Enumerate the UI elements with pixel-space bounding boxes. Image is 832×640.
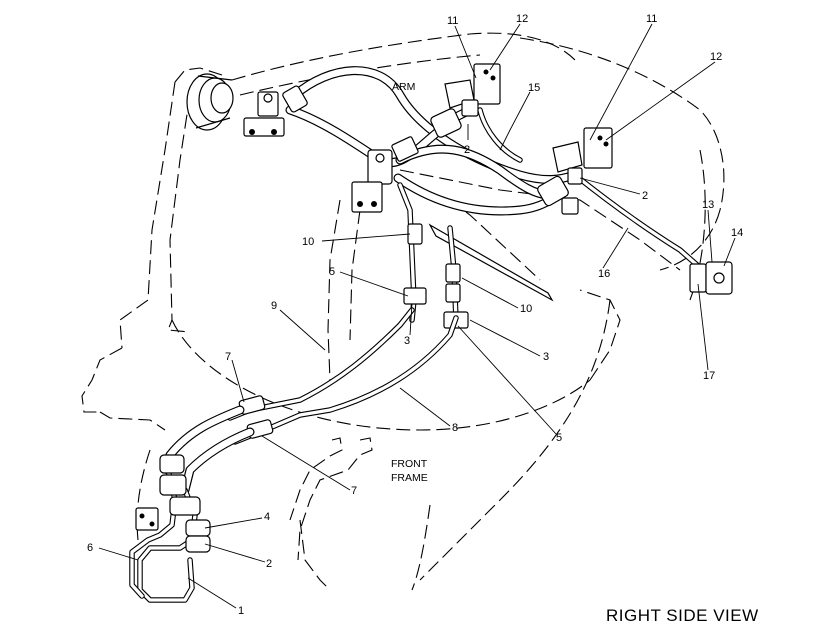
callout-7-upper: 7	[225, 351, 231, 363]
callout-5-lower: 5	[556, 432, 562, 444]
tube-16	[477, 107, 708, 275]
callout-4: 4	[264, 511, 270, 523]
upper-fittings	[243, 63, 613, 215]
callout-9: 9	[271, 300, 277, 312]
callout-14: 14	[731, 227, 743, 239]
callout-15: 15	[528, 82, 540, 94]
callout-5-upper: 5	[329, 266, 335, 278]
callout-3-left: 3	[404, 335, 410, 347]
callout-16: 16	[598, 268, 610, 280]
long-tubes	[163, 307, 459, 495]
callout-8: 8	[452, 422, 458, 434]
pin-boss	[186, 73, 234, 131]
callout-10-right: 10	[520, 303, 532, 315]
label-frame: FRAME	[391, 472, 428, 484]
leader-lines	[98, 23, 736, 609]
callout-6: 6	[87, 542, 93, 554]
callouts: 11 12 11 12 15 2 2 13 14 16 17 10 5 10 3…	[87, 13, 743, 617]
callout-2-arm: 2	[464, 144, 470, 156]
callout-17: 17	[703, 370, 715, 382]
callout-12-upper: 12	[516, 13, 528, 25]
callout-12-right: 12	[710, 51, 722, 63]
callout-2-lower: 2	[266, 558, 272, 570]
callout-13: 13	[702, 199, 714, 211]
label-arm: ARM	[392, 81, 415, 93]
view-title: RIGHT SIDE VIEW	[606, 606, 759, 625]
callout-10-left: 10	[302, 236, 314, 248]
callout-1: 1	[238, 605, 244, 617]
end-clamp	[689, 261, 733, 295]
lower-fitting-cluster	[129, 454, 211, 603]
label-front: FRONT	[391, 458, 428, 470]
callout-11-right: 11	[646, 13, 657, 25]
callout-2-right: 2	[642, 190, 648, 202]
callout-7-lower: 7	[351, 485, 357, 497]
callout-3-right: 3	[543, 351, 549, 363]
machine-frame-outline	[81, 32, 725, 591]
callout-11-upper: 11	[447, 15, 458, 27]
